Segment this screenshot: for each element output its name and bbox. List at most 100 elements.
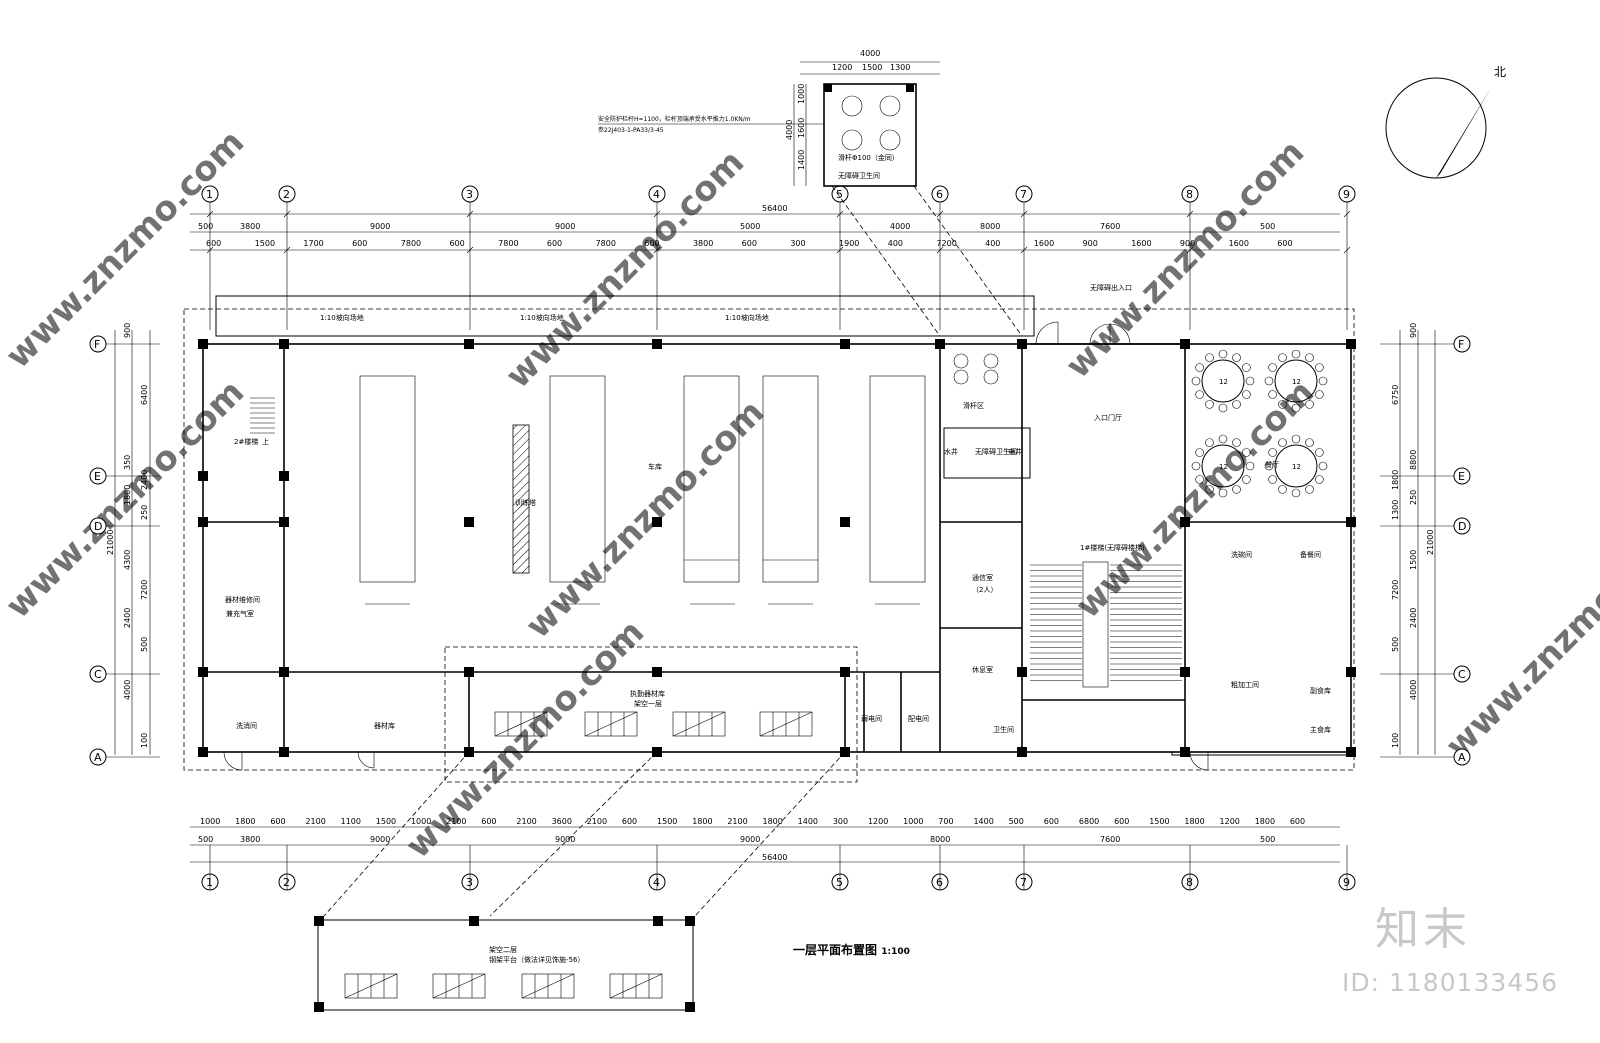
dim-value: 1500 — [1409, 550, 1418, 570]
watermark-url: www.znzmo.com — [498, 142, 752, 396]
dim-value: 600 — [622, 817, 637, 826]
axis-number: 9 — [1343, 188, 1350, 201]
north-label: 北 — [1494, 65, 1506, 79]
axis-number: 3 — [466, 188, 473, 201]
entrance-doors — [223, 321, 1209, 771]
total-dim-top: 56400 — [762, 204, 787, 213]
total-dim-bottom: 56400 — [762, 853, 787, 862]
dining-label: 餐厅 — [1265, 460, 1279, 469]
mezzanine1-label: 架空一层 — [634, 699, 662, 708]
top-detail-plan: 滑杆Φ100（金同） 无障碍卫生间 4000 1200 1500 1300 40… — [598, 49, 1023, 337]
dim-value: 1600 — [1034, 239, 1054, 248]
axis-number: 6 — [936, 876, 943, 889]
dim-value: 600 — [1044, 817, 1059, 826]
axis-number: 4 — [653, 188, 660, 201]
dim-value: 1200 — [1220, 817, 1240, 826]
duty-store-label: 执勤器材库 — [630, 689, 665, 698]
dim-value: 250 — [1409, 490, 1418, 505]
dim-value: 3800 — [240, 222, 260, 231]
detail-dim: 4000 — [785, 120, 794, 140]
dim-value: 7800 — [401, 239, 421, 248]
axis-number: 5 — [836, 876, 843, 889]
room-labels: 器材维修间 兼充气室 洗消间 器材库 弱电间 配电间 滑杆区 水井 无障碍卫生间… — [225, 401, 1331, 734]
column — [464, 667, 474, 677]
stair1-label: 1#楼梯(无障碍楼梯) — [1080, 543, 1145, 552]
watermark-url: www.znzmo.com — [518, 392, 772, 646]
axis-number: 5 — [836, 188, 843, 201]
dim-value: 1100 — [341, 817, 361, 826]
dim-value: 1500 — [1149, 817, 1169, 826]
stair2-label: 2#楼梯 — [234, 437, 258, 446]
column — [198, 667, 208, 677]
wash-label: 洗消间 — [236, 721, 257, 730]
dim-value: 700 — [938, 817, 953, 826]
side-dimension-lines: 21000 21000 9006400350240018002504300720… — [106, 323, 1436, 755]
axis-number: 8 — [1186, 188, 1193, 201]
dim-value: 7600 — [1100, 835, 1120, 844]
dim-value: 600 — [449, 239, 464, 248]
axis-number: 4 — [653, 876, 660, 889]
dim-value: 2100 — [516, 817, 536, 826]
column — [198, 517, 208, 527]
comm-people-label: （2人） — [972, 586, 997, 594]
table-seats: 12 — [1219, 463, 1228, 471]
dim-value: 7800 — [498, 239, 518, 248]
axis-letter: F — [94, 338, 100, 351]
column — [652, 339, 662, 349]
column — [198, 747, 208, 757]
dim-value: 2400 — [140, 470, 149, 490]
dim-value: 350 — [123, 455, 132, 470]
railing-note: 安全防护栏杆H=1100，栏杆顶端承受水平推力1.0KN/m — [598, 115, 751, 123]
column — [279, 517, 289, 527]
column — [198, 471, 208, 481]
dim-value: 7200 — [936, 239, 956, 248]
dim-value: 6400 — [140, 385, 149, 405]
ramp-label: 1:10坡向场地 — [725, 313, 769, 322]
watermark-layer: www.znzmo.com www.znzmo.com www.znzmo.co… — [0, 122, 1600, 866]
image-id: ID: 1180133456 — [1342, 968, 1559, 997]
dim-value: 3600 — [552, 817, 572, 826]
axis-letter: C — [1458, 668, 1466, 681]
prep-label: 备餐间 — [1300, 550, 1321, 559]
dim-value: 600 — [547, 239, 562, 248]
dim-value: 900 — [1409, 323, 1418, 338]
detail-accessible-wc: 无障碍卫生间 — [838, 171, 880, 180]
stair-1 — [1030, 561, 1182, 688]
dim-value: 8800 — [1409, 450, 1418, 470]
axis-number: 1 — [206, 876, 213, 889]
dim-value: 8000 — [980, 222, 1000, 231]
dining-table — [1201, 359, 1245, 403]
drawing-title: 一层平面布置图 1:100 — [793, 941, 910, 958]
axis-number: 8 — [1186, 876, 1193, 889]
dim-value: 7200 — [1391, 580, 1400, 600]
equipment-store-label: 器材库 — [374, 721, 395, 730]
axis-number: 2 — [283, 876, 290, 889]
garage-parking-bays: 训练塔 车库 — [359, 375, 926, 605]
rest-room-label: 休息室 — [972, 665, 993, 674]
axis-letter: C — [94, 668, 102, 681]
charging-label: 兼充气室 — [226, 609, 254, 618]
dim-value: 500 — [1260, 222, 1275, 231]
axis-letter: F — [1458, 338, 1464, 351]
bottom-detail-plan: 架空二层 钢架平台（做法详见饰施-56） — [314, 751, 846, 1012]
comm-room-label: 通信室 — [972, 573, 993, 582]
dim-value: 1700 — [303, 239, 323, 248]
column — [1180, 517, 1190, 527]
dim-value: 600 — [206, 239, 221, 248]
slide-area-label: 滑杆区 — [963, 401, 984, 410]
watermark-url: www.znzmo.com — [1438, 512, 1600, 766]
detail-dim: 1500 — [862, 63, 882, 72]
detail-dim: 1400 — [797, 150, 806, 170]
column — [464, 339, 474, 349]
dim-value: 3800 — [693, 239, 713, 248]
axis-number: 7 — [1020, 188, 1027, 201]
dim-value: 400 — [888, 239, 903, 248]
accessible-entry-label: 无障碍出入口 — [1090, 283, 1132, 292]
dining-table — [1201, 444, 1245, 488]
dim-value: 1000 — [411, 817, 431, 826]
main-food-label: 主食库 — [1310, 725, 1331, 734]
dim-value: 9000 — [555, 835, 575, 844]
